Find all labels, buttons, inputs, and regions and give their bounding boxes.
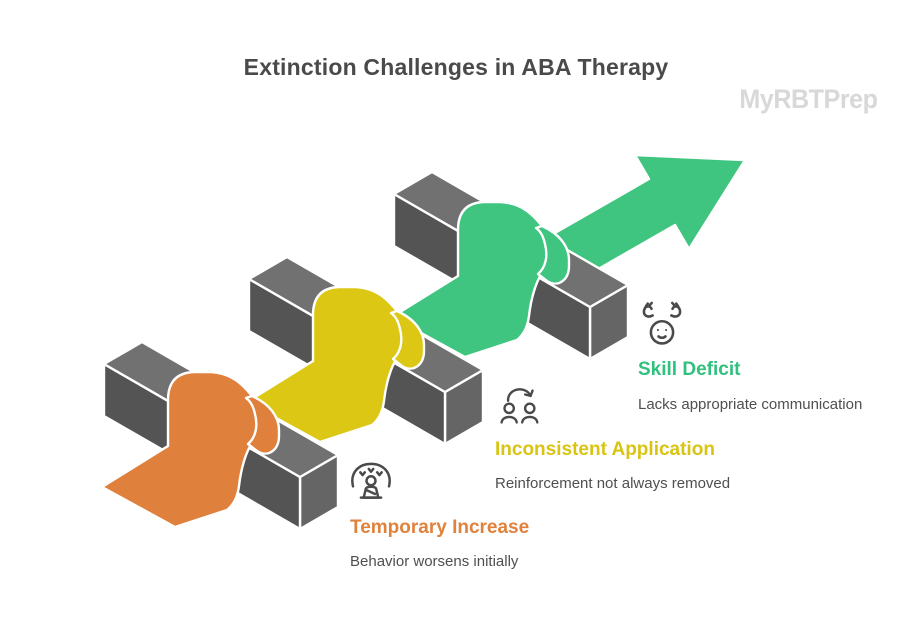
head-in-hands-icon <box>642 301 682 345</box>
brand-watermark: MyRBTPrep <box>739 84 879 114</box>
stage-description: Behavior worsens initially <box>350 553 519 570</box>
people-handover-icon <box>500 388 539 424</box>
page-title: Extinction Challenges in ABA Therapy <box>243 54 669 80</box>
stage-label: Skill Deficit <box>638 359 741 380</box>
stage-label: Inconsistent Application <box>495 439 715 460</box>
tantrum-person-icon <box>351 462 391 499</box>
stage-description: Lacks appropriate communication <box>638 396 863 413</box>
stage-description: Reinforcement not always removed <box>495 475 731 492</box>
stage-label: Temporary Increase <box>350 517 530 538</box>
